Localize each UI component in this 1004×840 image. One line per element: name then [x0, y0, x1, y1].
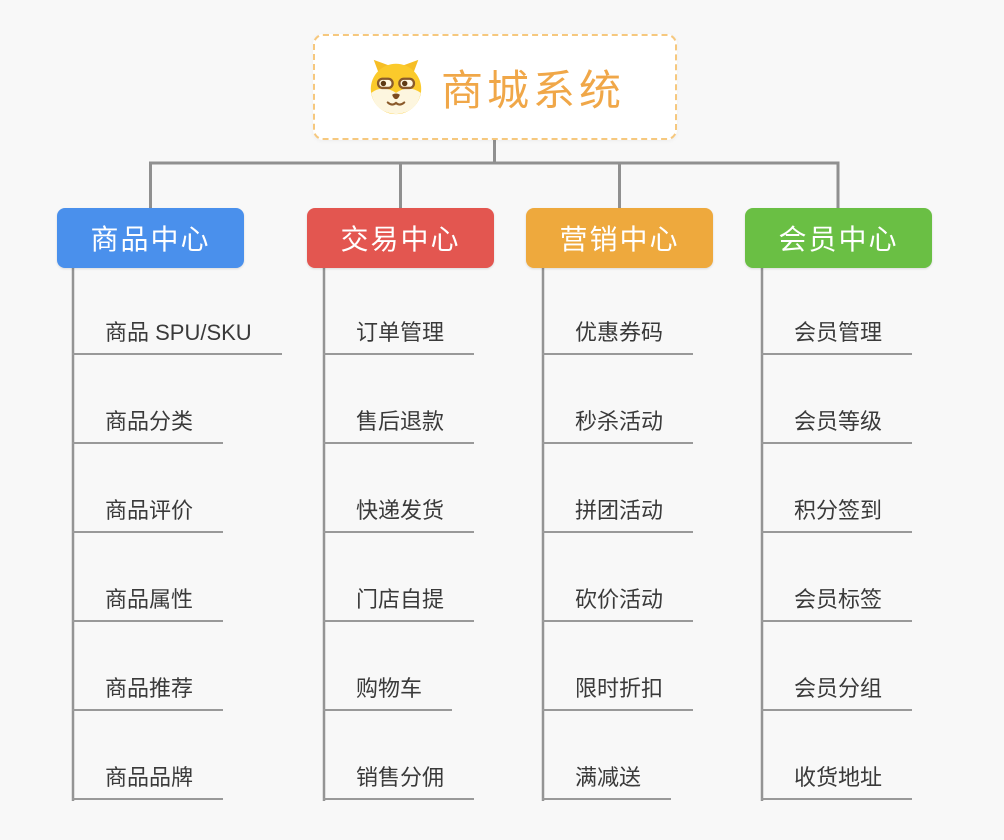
leaf-node[interactable]: 商品评价 — [72, 479, 224, 533]
leaf-node[interactable]: 商品 SPU/SKU — [72, 301, 282, 355]
branch-header-marketing-center[interactable]: 营销中心 — [526, 208, 713, 268]
leaf-node[interactable]: 商品品牌 — [72, 746, 224, 800]
leaf-node[interactable]: 满减送 — [542, 746, 672, 800]
leaf-node[interactable]: 快递发货 — [323, 479, 475, 533]
shiba-dog-icon — [365, 56, 427, 118]
leaf-node[interactable]: 秒杀活动 — [542, 390, 694, 444]
leaf-node[interactable]: 会员等级 — [761, 390, 913, 444]
leaf-node[interactable]: 商品分类 — [72, 390, 224, 444]
branch-label: 营销中心 — [559, 224, 680, 255]
branch-header-member-center[interactable]: 会员中心 — [745, 208, 932, 268]
leaf-node[interactable]: 拼团活动 — [542, 479, 694, 533]
leaf-node[interactable]: 售后退款 — [323, 390, 475, 444]
root-title: 商城系统 — [440, 66, 625, 114]
root-node[interactable]: 商城系统 — [313, 34, 677, 140]
leaf-node[interactable]: 收货地址 — [761, 746, 913, 800]
leaf-node[interactable]: 会员标签 — [761, 568, 913, 622]
branch-label: 交易中心 — [340, 224, 461, 255]
leaf-node[interactable]: 商品推荐 — [72, 657, 224, 711]
leaf-node[interactable]: 积分签到 — [761, 479, 913, 533]
leaf-node[interactable]: 限时折扣 — [542, 657, 694, 711]
leaf-node[interactable]: 优惠券码 — [542, 301, 694, 355]
branch-label: 商品中心 — [90, 224, 211, 255]
leaf-node[interactable]: 会员管理 — [761, 301, 913, 355]
leaf-node[interactable]: 购物车 — [323, 657, 453, 711]
leaf-node[interactable]: 商品属性 — [72, 568, 224, 622]
branch-label: 会员中心 — [778, 224, 899, 255]
leaf-node[interactable]: 门店自提 — [323, 568, 475, 622]
leaf-node[interactable]: 销售分佣 — [323, 746, 475, 800]
leaf-node[interactable]: 订单管理 — [323, 301, 475, 355]
branch-header-trade-center[interactable]: 交易中心 — [307, 208, 494, 268]
branch-header-product-center[interactable]: 商品中心 — [57, 208, 244, 268]
leaf-node[interactable]: 砍价活动 — [542, 568, 694, 622]
leaf-node[interactable]: 会员分组 — [761, 657, 913, 711]
